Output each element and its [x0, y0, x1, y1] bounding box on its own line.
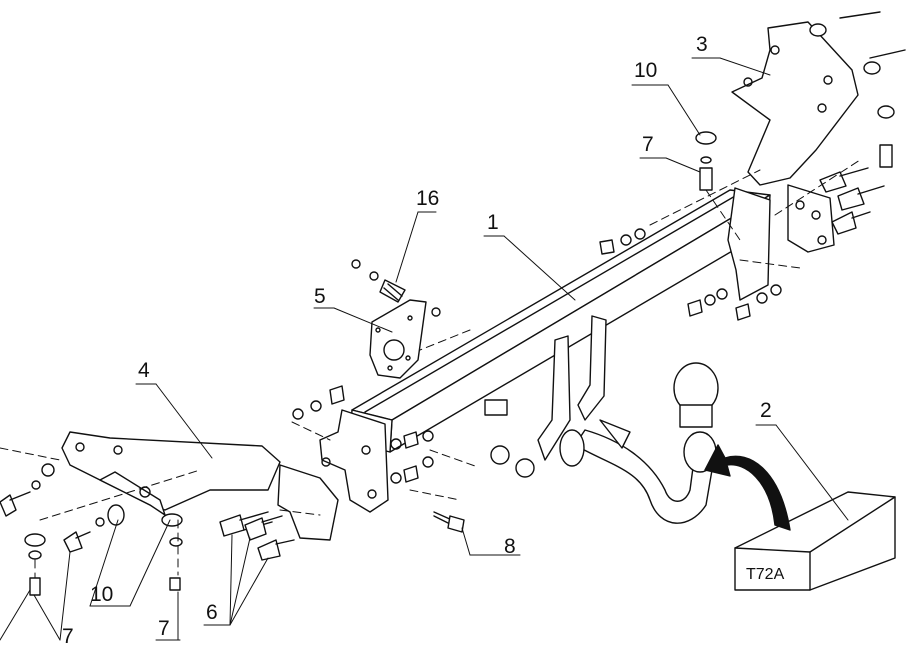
callout-16: 16: [416, 187, 440, 210]
towball-neck: [484, 315, 719, 524]
part-box-2: [734, 491, 896, 591]
callout-4: 4: [138, 359, 150, 382]
bolt-8: [433, 511, 465, 533]
callout-10-top: 10: [634, 59, 658, 82]
callout-2: 2: [760, 399, 772, 422]
bolts-6: [219, 511, 295, 561]
socket-plate-5: [369, 299, 427, 379]
callout-10-bottom: 10: [90, 583, 114, 606]
assembly-lines: [0, 159, 861, 579]
washers-nuts: [292, 228, 782, 484]
callout-7-bottom-left: 7: [62, 625, 74, 648]
callout-7-top: 7: [642, 133, 654, 156]
callout-3: 3: [696, 33, 708, 56]
callout-1: 1: [487, 211, 499, 234]
bolts-right: [695, 11, 906, 235]
callout-5: 5: [314, 285, 326, 308]
bracket-4: [61, 431, 281, 516]
left-end-plate: [277, 409, 389, 541]
callout-7-bottom: 7: [158, 617, 170, 640]
install-arrow: [704, 444, 791, 531]
right-end-plate: [727, 184, 835, 301]
bracket-3: [731, 21, 859, 186]
callout-8: 8: [504, 535, 516, 558]
leader-lines: [0, 57, 849, 641]
bolts-7-left: [0, 463, 183, 596]
callout-6: 6: [206, 601, 218, 624]
box-label: T72A: [746, 566, 785, 583]
screw-16: [351, 259, 441, 317]
